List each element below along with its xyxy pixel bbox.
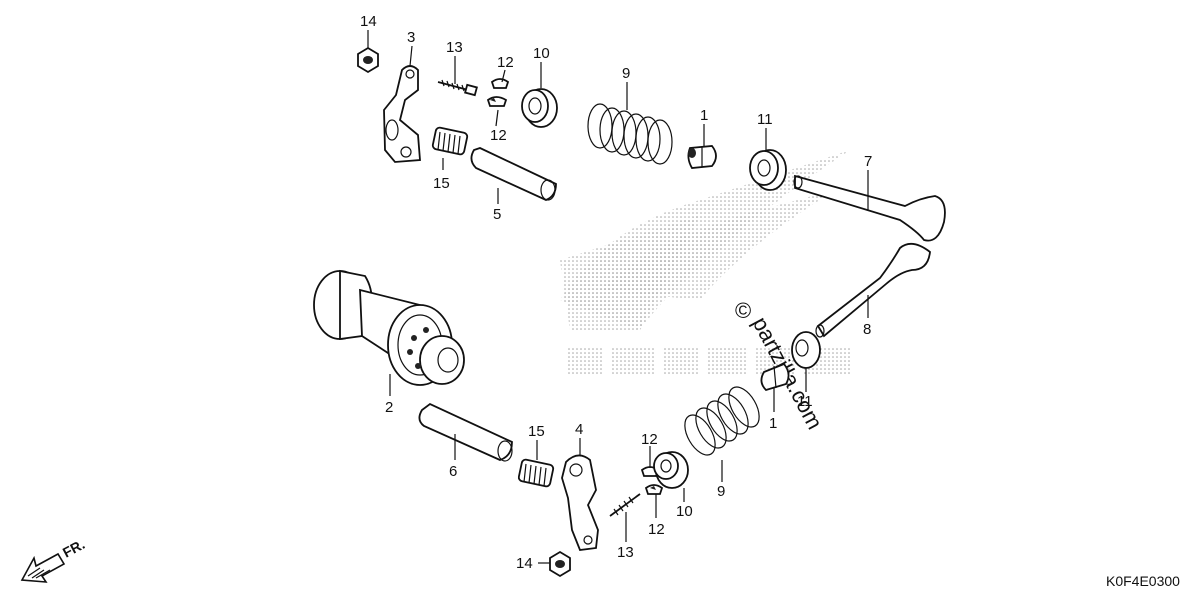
part-15-bearing-bottom — [517, 458, 555, 488]
callout-8: 8 — [863, 321, 871, 338]
callout-10-bottom: 10 — [676, 503, 693, 520]
callout-12-bottom-b: 12 — [648, 521, 665, 538]
callout-15-top: 15 — [433, 175, 450, 192]
callout-1-top: 1 — [700, 107, 708, 124]
callout-14-top: 14 — [360, 13, 377, 30]
part-12-cotter-top-b — [486, 96, 508, 107]
callout-15-bottom: 15 — [528, 423, 545, 440]
part-14-nut-top — [357, 46, 379, 74]
part-10-retainer-bottom — [653, 451, 689, 489]
part-1-seal-top — [687, 145, 717, 169]
front-direction-marker: FR. — [20, 536, 87, 583]
callout-12-top-a: 12 — [497, 54, 514, 71]
callout-11-bottom: 11 — [797, 393, 813, 410]
callout-10-top: 10 — [533, 45, 550, 62]
honda-text-logo — [566, 346, 850, 376]
part-3-rocker-arm — [383, 65, 421, 163]
leader-lines — [367, 30, 869, 564]
callout-14-bottom: 14 — [516, 555, 533, 572]
callout-9-bottom: 9 — [717, 483, 725, 500]
part-7-valve — [793, 174, 946, 242]
part-4-rocker-arm — [561, 454, 599, 551]
callout-5: 5 — [493, 206, 501, 223]
part-10-retainer-top — [521, 88, 558, 128]
callout-6: 6 — [449, 463, 457, 480]
part-15-bearing-top — [431, 126, 469, 156]
part-8-valve — [815, 242, 931, 338]
front-arrow-icon — [20, 552, 66, 583]
copyright-symbol: © — [735, 298, 751, 323]
part-12-cotter-bottom-b — [644, 484, 664, 495]
callout-1-bottom: 1 — [769, 415, 777, 432]
callout-13-top: 13 — [446, 39, 463, 56]
callout-13-bottom: 13 — [617, 544, 634, 561]
callout-7: 7 — [864, 153, 872, 170]
callout-12-bottom-a: 12 — [641, 431, 658, 448]
part-12-cotter-top-a — [490, 78, 510, 89]
front-label: FR. — [60, 536, 87, 561]
part-14-nut-bottom — [549, 550, 571, 578]
callouts: 14 3 13 12 12 10 9 1 11 7 15 5 8 2 11 1 … — [360, 13, 872, 572]
part-11-seat-bottom — [791, 331, 821, 369]
honda-wing-logo — [560, 150, 850, 376]
part-5-rocker-shaft — [470, 147, 557, 201]
diagram-code: K0F4E0300 — [1106, 573, 1180, 589]
callout-11-top: 11 — [757, 111, 773, 128]
part-13-screw-bottom — [609, 493, 641, 517]
part-6-rocker-shaft — [418, 402, 513, 462]
callout-2: 2 — [385, 399, 393, 416]
callout-12-top-b: 12 — [490, 127, 507, 144]
callout-4: 4 — [575, 421, 583, 438]
part-1-seal-bottom — [760, 362, 790, 392]
part-11-seat-top — [749, 149, 787, 191]
part-9-spring-top — [587, 103, 673, 165]
part-13-screw-top — [437, 79, 478, 97]
callout-9-top: 9 — [622, 65, 630, 82]
part-2-camshaft — [313, 269, 465, 386]
part-9-spring-bottom — [684, 386, 760, 456]
callout-3: 3 — [407, 29, 415, 46]
